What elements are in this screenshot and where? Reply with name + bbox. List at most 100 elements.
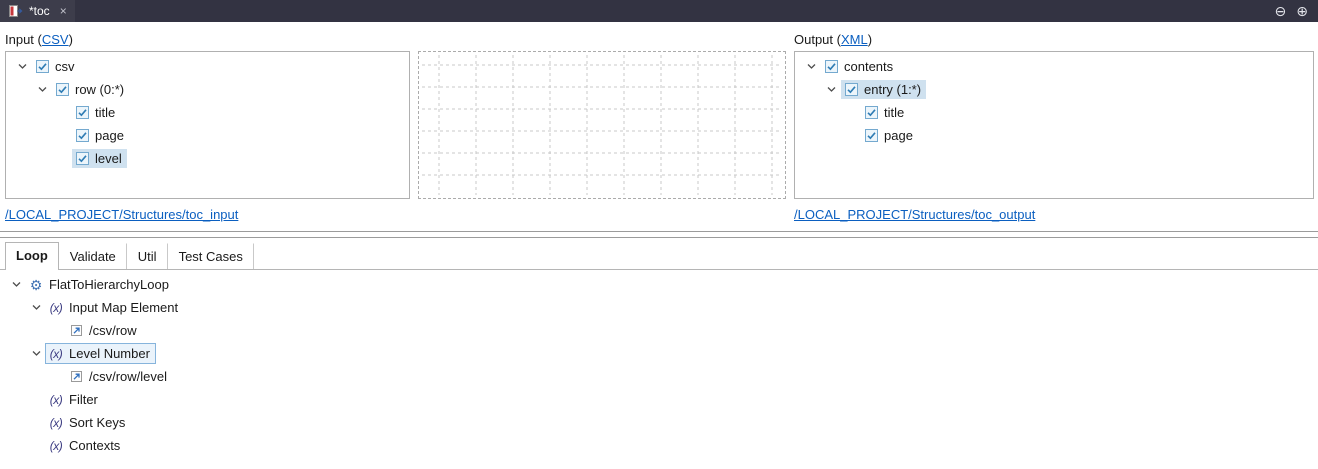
element-icon xyxy=(74,152,90,165)
function-icon: (x) xyxy=(49,300,63,315)
tree-item[interactable]: (x) Input Map Element xyxy=(0,296,1318,319)
tree-item-label: page xyxy=(884,128,913,143)
tree-item-label: contents xyxy=(844,59,894,74)
chevron-down-icon[interactable] xyxy=(801,61,821,72)
tree-item-label-area[interactable]: ⚙ FlatToHierarchyLoop xyxy=(26,275,174,294)
tree-item-label-area[interactable]: title xyxy=(861,103,909,122)
view-controls: ⊖ ⊕ xyxy=(1275,4,1318,18)
tree-item[interactable]: row (0:*) xyxy=(6,78,409,101)
tree-item[interactable]: entry (1:*) xyxy=(795,78,1313,101)
tree-item-label-area[interactable]: title xyxy=(72,103,120,122)
output-format-link[interactable]: XML xyxy=(840,31,868,47)
gears-icon: ⚙ xyxy=(29,276,43,293)
input-structure-link[interactable]: /LOCAL_PROJECT/Structures/toc_input xyxy=(5,206,239,222)
tree-item-label-area[interactable]: page xyxy=(72,126,129,145)
tree-item-label-area[interactable]: /csv/row xyxy=(66,321,142,340)
bottom-tabbar: Loop Validate Util Test Cases xyxy=(0,242,1318,270)
tree-item-label-area[interactable]: entry (1:*) xyxy=(841,80,927,99)
tree-item[interactable]: csv xyxy=(6,55,409,78)
tree-item[interactable]: (x) Sort Keys xyxy=(0,411,1318,434)
input-label-suffix: ) xyxy=(68,31,73,47)
minimize-icon[interactable]: ⊖ xyxy=(1274,3,1287,19)
tree-item[interactable]: (x) Contexts xyxy=(0,434,1318,457)
tree-item-label: title xyxy=(95,105,116,120)
element-icon xyxy=(843,83,859,96)
tree-item-label: /csv/row/level xyxy=(89,369,168,384)
tree-item[interactable]: level xyxy=(6,147,409,170)
output-tree: contents entry (1:*) title page xyxy=(795,54,1313,147)
tree-item-label-area[interactable]: /csv/row/level xyxy=(66,367,172,386)
function-icon: (x) xyxy=(49,346,63,361)
tree-item[interactable]: title xyxy=(795,101,1313,124)
tree-item-label: Input Map Element xyxy=(69,300,179,315)
editor-tabbar: *toc × ⊖ ⊕ xyxy=(0,0,1318,22)
tab-validate[interactable]: Validate xyxy=(59,243,127,269)
element-icon xyxy=(74,129,90,142)
tab-loop[interactable]: Loop xyxy=(5,242,59,270)
mapping-grid xyxy=(422,55,782,195)
tree-item-label: Contexts xyxy=(69,438,121,453)
tree-item-label-area[interactable]: (x) Contexts xyxy=(46,436,125,455)
output-label-prefix: Output ( xyxy=(794,31,841,47)
tree-item-label-area[interactable]: (x) Level Number xyxy=(45,343,156,364)
tree-item-label-area[interactable]: page xyxy=(861,126,918,145)
element-icon xyxy=(863,106,879,119)
tree-item[interactable]: (x) Level Number xyxy=(0,342,1318,365)
tree-item-label-area[interactable]: (x)Filter xyxy=(46,390,103,409)
xpath-icon xyxy=(68,324,84,337)
mapping-canvas[interactable] xyxy=(418,51,786,199)
tree-item[interactable]: contents xyxy=(795,55,1313,78)
tree-item[interactable]: ⚙ FlatToHierarchyLoop xyxy=(0,273,1318,296)
tree-item-label-area[interactable]: (x) Input Map Element xyxy=(46,298,183,317)
close-icon[interactable]: × xyxy=(59,4,67,18)
tab-util[interactable]: Util xyxy=(127,243,168,269)
tree-item[interactable]: title xyxy=(6,101,409,124)
input-format-link[interactable]: CSV xyxy=(41,31,69,47)
chevron-down-icon[interactable] xyxy=(32,84,52,95)
input-label-prefix: Input ( xyxy=(5,31,42,47)
chevron-down-icon[interactable] xyxy=(26,302,46,313)
chevron-down-icon[interactable] xyxy=(12,61,32,72)
output-structure-link[interactable]: /LOCAL_PROJECT/Structures/toc_output xyxy=(794,206,1036,222)
tree-item-label-area[interactable]: csv xyxy=(32,57,80,76)
tree-item-label-area[interactable]: (x) Sort Keys xyxy=(46,413,130,432)
function-icon: (x) xyxy=(49,438,63,453)
tab-test-cases[interactable]: Test Cases xyxy=(168,243,254,269)
tree-item[interactable]: page xyxy=(6,124,409,147)
function-icon: (x) xyxy=(49,392,63,407)
tree-item-label-area[interactable]: contents xyxy=(821,57,898,76)
tree-item-label: title xyxy=(884,105,905,120)
editor-tab-title: *toc xyxy=(29,4,50,18)
element-icon xyxy=(823,60,839,73)
maximize-icon[interactable]: ⊕ xyxy=(1296,3,1308,19)
output-label-suffix: ) xyxy=(867,31,873,47)
editor-tab[interactable]: *toc × xyxy=(0,0,75,22)
chevron-down-icon[interactable] xyxy=(821,84,841,95)
tree-item-label-area[interactable]: row (0:*) xyxy=(52,80,129,99)
input-heading: Input (CSV) xyxy=(5,27,410,51)
editor-icon xyxy=(8,4,24,18)
tree-item-label: entry (1:*) xyxy=(864,82,922,97)
tree-item-label: FlatToHierarchyLoop xyxy=(49,277,169,292)
tree-item[interactable]: /csv/row xyxy=(0,319,1318,342)
horizontal-sash[interactable] xyxy=(0,231,1318,238)
element-icon xyxy=(863,129,879,142)
tree-item-label: level xyxy=(95,151,122,166)
tree-item-label: Sort Keys xyxy=(69,415,126,430)
function-icon: (x) xyxy=(49,415,63,430)
tree-item-label: Level Number xyxy=(69,346,150,361)
tree-item[interactable]: (x)Filter xyxy=(0,388,1318,411)
tree-item-label-area[interactable]: level xyxy=(72,149,127,168)
tree-item-label: /csv/row xyxy=(89,323,137,338)
tree-item-label: csv xyxy=(55,59,75,74)
tree-item[interactable]: page xyxy=(795,124,1313,147)
tree-item[interactable]: /csv/row/level xyxy=(0,365,1318,388)
element-icon xyxy=(34,60,50,73)
output-structure-panel: contents entry (1:*) title page xyxy=(794,51,1314,199)
chevron-down-icon[interactable] xyxy=(26,348,46,359)
tree-item-label: row (0:*) xyxy=(75,82,125,97)
chevron-down-icon[interactable] xyxy=(6,279,26,290)
